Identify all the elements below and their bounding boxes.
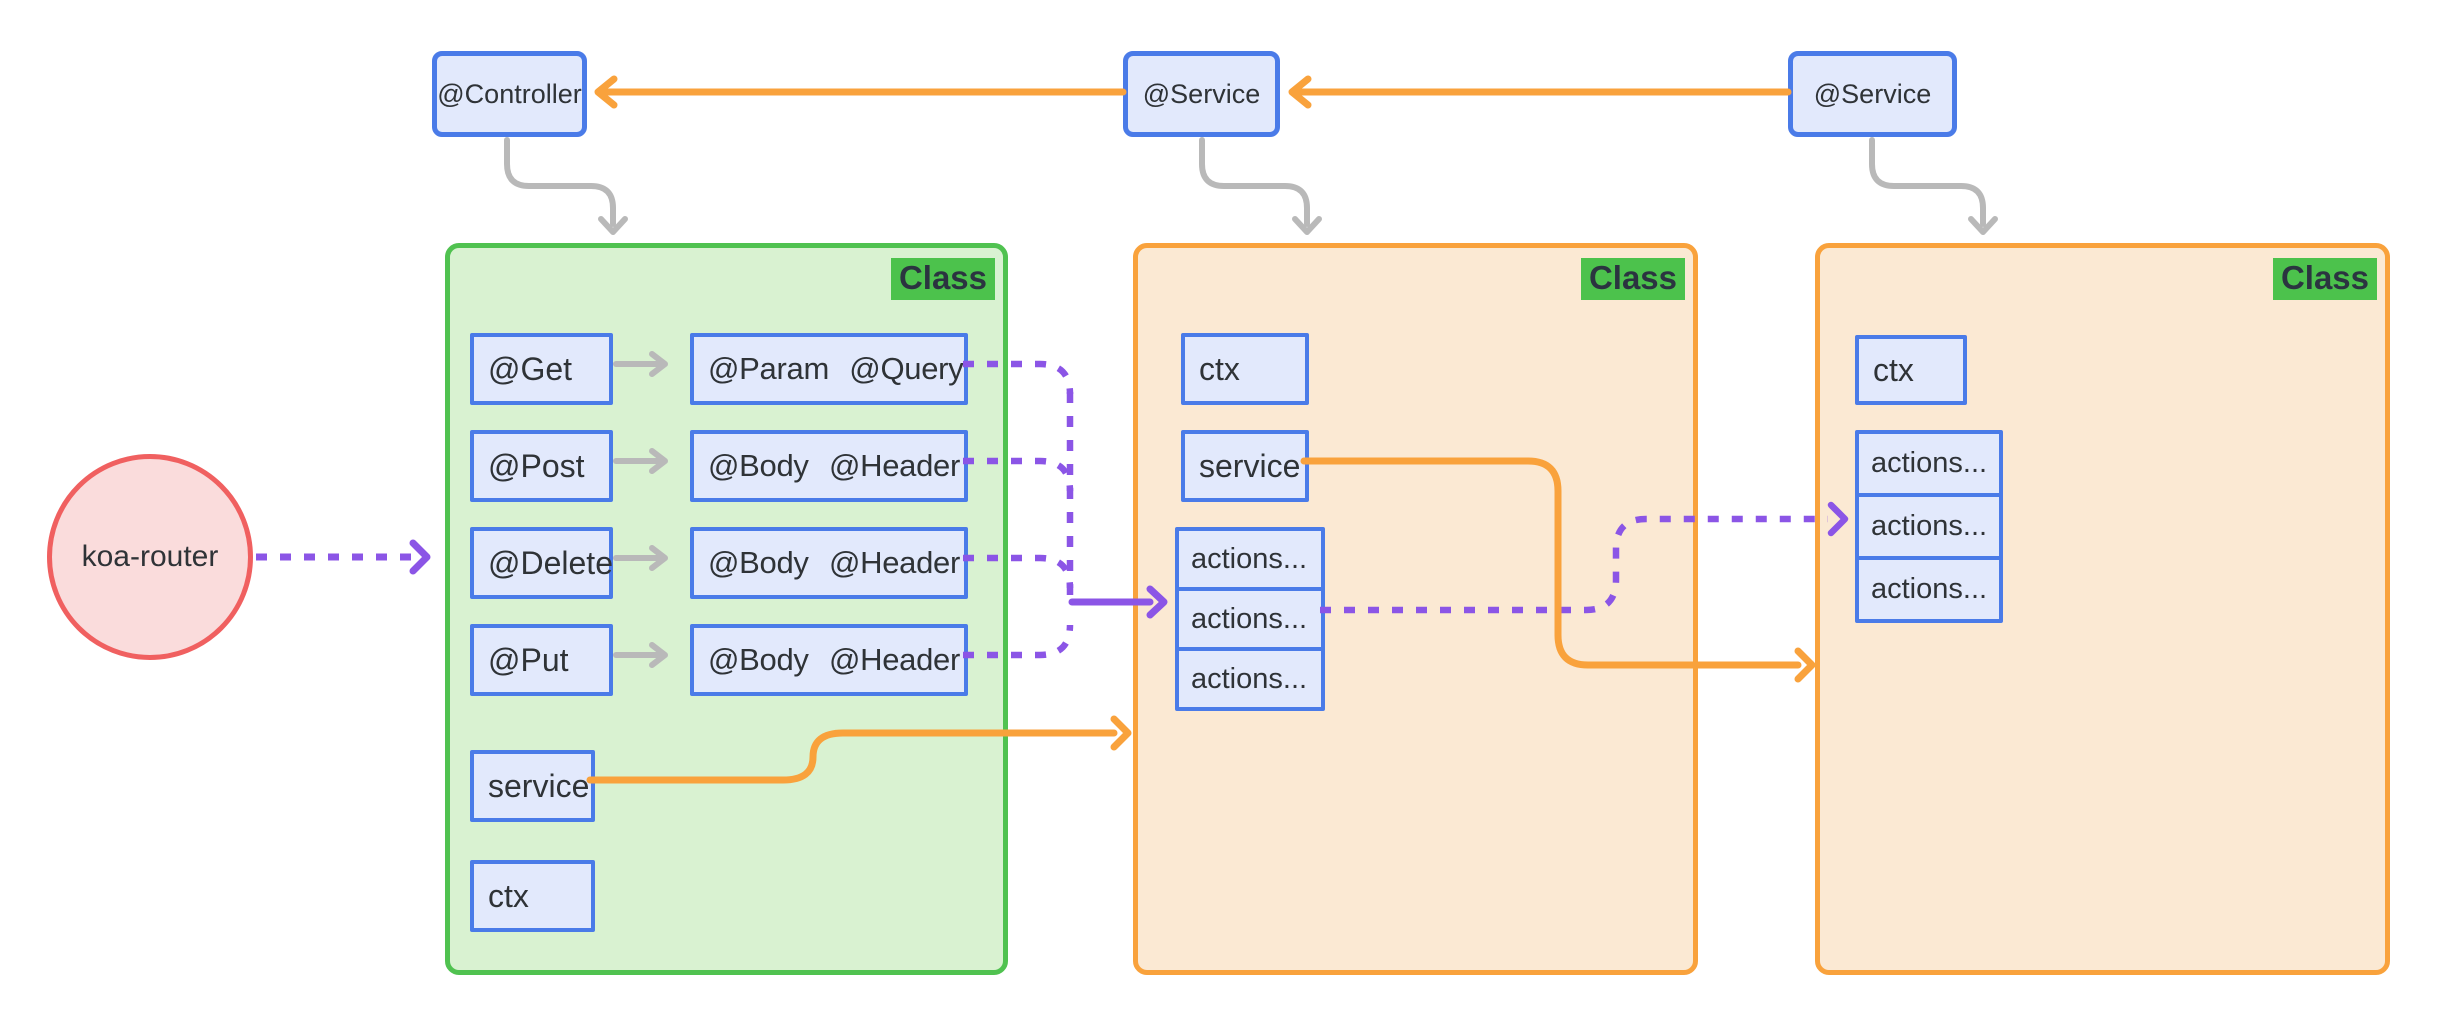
- member-ctx: ctx: [1181, 333, 1309, 405]
- class-badge: Class: [1580, 258, 1685, 300]
- node-service-right-label: @Service: [1813, 78, 1932, 109]
- actions-row: actions...: [1179, 587, 1321, 647]
- member-ctx-label: ctx: [1199, 350, 1240, 387]
- node-controller: @Controller: [432, 51, 587, 137]
- member-post: @Post: [470, 430, 613, 502]
- member-delete: @Delete: [470, 527, 613, 599]
- member-post-label: @Post: [488, 447, 585, 484]
- node-controller-label: @Controller: [437, 78, 582, 109]
- member-get-label: @Get: [488, 350, 573, 387]
- member-service-label: service: [1199, 447, 1301, 484]
- arrow-service-middle-to-class: [1199, 137, 1322, 235]
- member-body-header-1-label: @Body @Header: [708, 448, 960, 483]
- controller-class-box: Class @Get @Param @Query @Post @Body @He…: [445, 243, 1008, 975]
- class-badge: Class: [890, 258, 995, 300]
- actions-stack: actions... actions... actions...: [1855, 430, 2003, 623]
- member-service: service: [470, 750, 595, 822]
- member-body-header-2: @Body @Header: [690, 527, 968, 599]
- node-service-right: @Service: [1788, 51, 1957, 137]
- actions-stack: actions... actions... actions...: [1175, 527, 1325, 711]
- member-service-label: service: [488, 767, 590, 804]
- actions-row: actions...: [1859, 493, 1999, 556]
- arrow-koa-router-to-controller-class: [256, 539, 431, 575]
- actions-row: actions...: [1179, 647, 1321, 707]
- node-service-middle: @Service: [1123, 51, 1280, 137]
- member-param-query-label: @Param @Query: [708, 351, 964, 386]
- koa-router-label: koa-router: [81, 540, 219, 573]
- member-delete-label: @Delete: [488, 544, 613, 581]
- member-get: @Get: [470, 333, 613, 405]
- actions-row: actions...: [1871, 447, 1988, 479]
- member-ctx-label: ctx: [1873, 351, 1914, 388]
- member-body-header-3-label: @Body @Header: [708, 642, 960, 677]
- service-class-middle-box: Class ctx service actions... actions... …: [1133, 243, 1698, 975]
- member-body-header-1: @Body @Header: [690, 430, 968, 502]
- member-service: service: [1181, 430, 1309, 502]
- koa-router-node: koa-router: [47, 454, 253, 660]
- arrow-service-right-to-service-middle: [1288, 75, 1792, 109]
- member-put-label: @Put: [488, 641, 569, 678]
- member-body-header-2-label: @Body @Header: [708, 545, 960, 580]
- actions-row: actions...: [1859, 556, 1999, 619]
- actions-row: actions...: [1191, 542, 1308, 575]
- arrow-service-right-to-class: [1869, 137, 1998, 235]
- service-class-right-box: Class ctx actions... actions... actions.…: [1815, 243, 2390, 975]
- member-put: @Put: [470, 624, 613, 696]
- member-ctx: ctx: [1855, 335, 1967, 405]
- member-param-query: @Param @Query: [690, 333, 968, 405]
- node-service-middle-label: @Service: [1142, 78, 1261, 109]
- member-ctx: ctx: [470, 860, 595, 932]
- member-body-header-3: @Body @Header: [690, 624, 968, 696]
- member-ctx-label: ctx: [488, 877, 529, 914]
- arrow-service-middle-to-controller: [594, 75, 1127, 109]
- class-badge: Class: [2272, 258, 2377, 300]
- arrow-controller-to-class: [504, 137, 628, 235]
